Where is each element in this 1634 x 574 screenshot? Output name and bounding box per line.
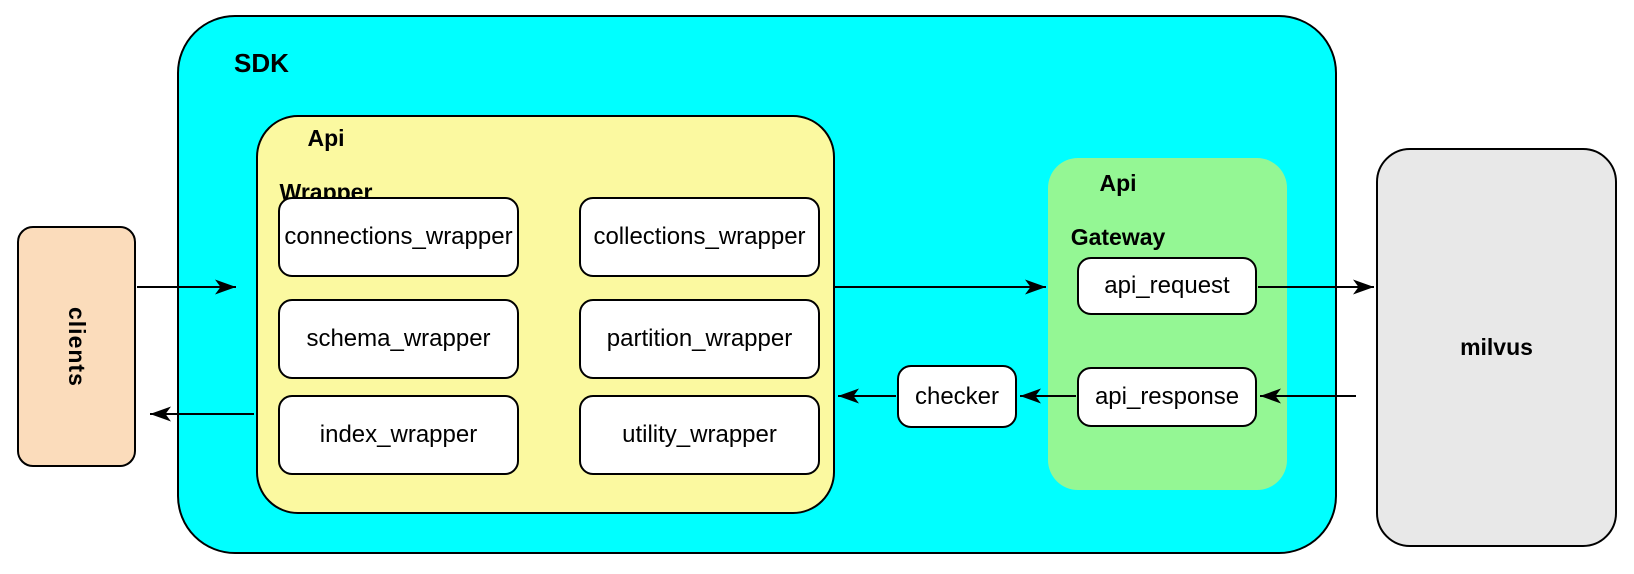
node-api-response: api_response [1077,367,1257,427]
node-schema-wrapper: schema_wrapper [278,299,519,379]
node-index-wrapper: index_wrapper [278,395,519,475]
api-wrapper-label-line1: Api [307,125,345,151]
api-gateway-label-line1: Api [1099,170,1137,196]
api-wrapper-container: Api Wrapper connections_wrapper collecti… [256,115,835,514]
api-gateway-label-line2: Gateway [1070,224,1166,250]
api-wrapper-label: Api Wrapper [266,125,386,206]
clients-node: clients [17,226,136,467]
milvus-node: milvus [1376,148,1617,547]
node-checker: checker [897,365,1017,428]
node-connections-wrapper: connections_wrapper [278,197,519,277]
clients-label: clients [64,306,90,387]
api-gateway-container: Api Gateway api_request api_response [1048,158,1287,490]
node-partition-wrapper: partition_wrapper [579,299,820,379]
node-collections-wrapper: collections_wrapper [579,197,820,277]
milvus-label: milvus [1460,334,1533,360]
api-gateway-label: Api Gateway [1048,170,1188,251]
sdk-label: SDK [234,48,289,78]
node-api-request: api_request [1077,257,1257,315]
node-utility-wrapper: utility_wrapper [579,395,820,475]
